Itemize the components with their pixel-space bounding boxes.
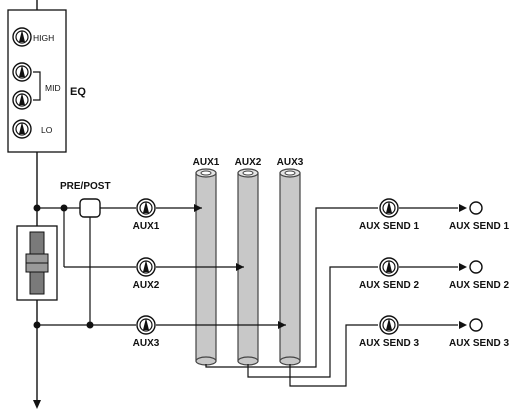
- aux-bus-1-label: AUX1: [193, 157, 220, 168]
- aux-send-1-knob-label: AUX SEND 1: [359, 221, 419, 232]
- aux-bus-3-label: AUX3: [277, 157, 304, 168]
- aux-bus-2-output-wire: [247, 266, 378, 378]
- eq-mid-bracket: [33, 71, 41, 101]
- aux-bus-3-output-wire: [289, 324, 378, 387]
- aux2-feed-arrow: [236, 263, 244, 271]
- eq-high-label: HIGH: [33, 33, 54, 43]
- channel-fader-icon[interactable]: [16, 225, 58, 301]
- output-arrow: [33, 400, 41, 409]
- aux3-knob-label: AUX3: [133, 338, 160, 349]
- aux-send-3-knob-label: AUX SEND 3: [359, 338, 419, 349]
- aux1-send-knob-icon[interactable]: [136, 198, 156, 218]
- aux-send-2-master-knob-icon[interactable]: [379, 257, 399, 277]
- eq-high-knob-icon[interactable]: [12, 27, 32, 47]
- eq-mid-lower-knob-icon[interactable]: [12, 90, 32, 110]
- aux-send-2-arrow: [459, 263, 467, 271]
- eq-lo-label: LO: [41, 125, 53, 135]
- eq-lo-knob-icon[interactable]: [12, 119, 32, 139]
- aux2-knob-label: AUX2: [133, 280, 160, 291]
- aux-bus-2-label: AUX2: [235, 157, 262, 168]
- aux1-knob-label: AUX1: [133, 221, 160, 232]
- aux-send-2-output-jack-icon[interactable]: [469, 260, 483, 274]
- aux3-send-knob-icon[interactable]: [136, 315, 156, 335]
- aux-send-2-knob-label: AUX SEND 2: [359, 280, 419, 291]
- aux-bus-1-output-wire: [205, 207, 378, 368]
- eq-mid-upper-knob-icon[interactable]: [12, 62, 32, 82]
- aux2-send-knob-icon[interactable]: [136, 257, 156, 277]
- aux-send-3-master-knob-icon[interactable]: [379, 315, 399, 335]
- aux-send-1-output-jack-icon[interactable]: [469, 201, 483, 215]
- eq-title: EQ: [70, 86, 86, 98]
- aux-send-3-output-label: AUX SEND 3: [449, 338, 509, 349]
- aux-send-2-output-label: AUX SEND 2: [449, 280, 509, 291]
- aux3-feed-arrow: [278, 321, 286, 329]
- aux-bus-3: [279, 168, 301, 366]
- aux-send-1-output-label: AUX SEND 1: [449, 221, 509, 232]
- pre-post-switch-icon[interactable]: [79, 198, 101, 218]
- aux1-feed-arrow: [194, 204, 202, 212]
- aux-send-1-master-knob-icon[interactable]: [379, 198, 399, 218]
- aux-send-3-arrow: [459, 321, 467, 329]
- eq-mid-label: MID: [45, 83, 61, 93]
- pre-post-label: PRE/POST: [60, 181, 111, 192]
- aux-send-3-output-jack-icon[interactable]: [469, 318, 483, 332]
- aux-send-1-arrow: [459, 204, 467, 212]
